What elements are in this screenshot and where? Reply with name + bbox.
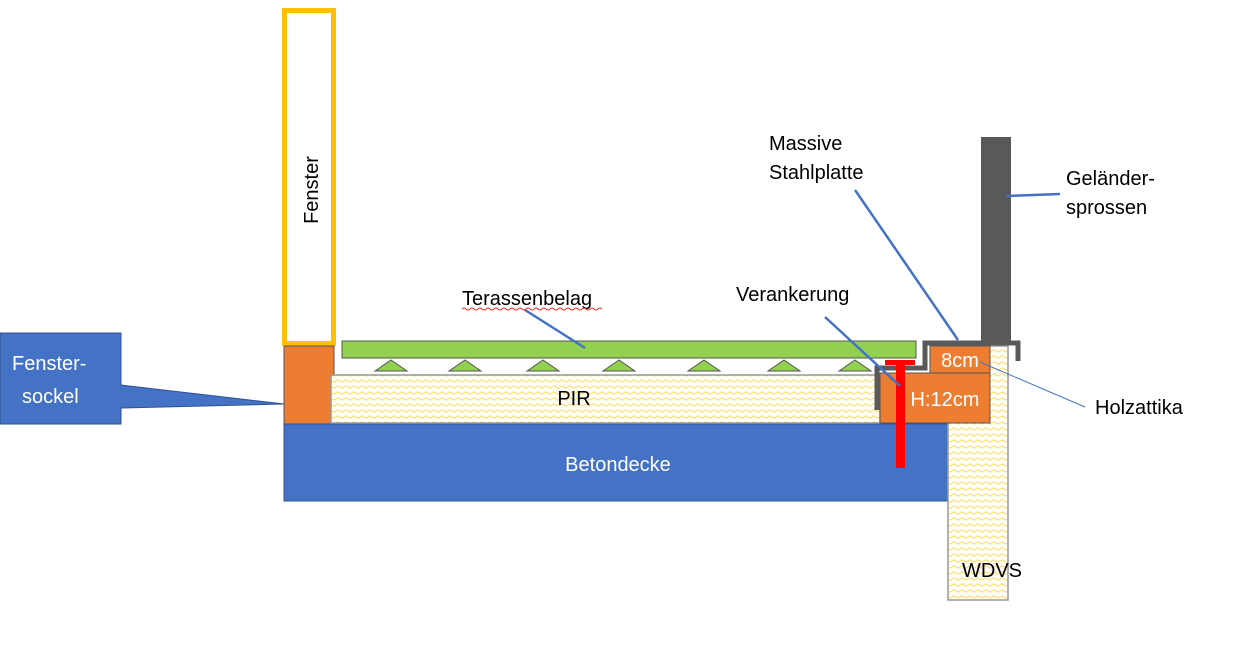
attika-upper [929,345,991,374]
fenstersockel-label-line1: Fenster- [12,353,86,375]
railing-post [981,137,1011,342]
anchor-rod [896,364,905,468]
window-frame [282,8,336,346]
terrace-decking [341,340,917,359]
pir-insulation [330,374,881,424]
steel-plate [874,340,1021,410]
leader-lines [524,189,1086,408]
support-pads [373,359,873,372]
attika-lower-label: H:12cm [911,389,980,411]
attika-upper-label: 8cm [941,350,979,372]
fenstersockel-callout [0,332,285,425]
window-sill [283,345,335,425]
gelaender-label-line2: sprossen [1066,197,1147,219]
stahlplatte-label-line2: Stahlplatte [769,162,864,184]
terassenbelag-label: Terassenbelag [462,288,592,310]
spellcheck-underline [461,307,603,311]
concrete-slab [283,423,953,502]
verankerung-label: Verankerung [736,284,849,306]
window-label: Fenster [301,156,323,224]
betondecke-label: Betondecke [565,454,671,476]
gelaender-label-line1: Geländer- [1066,168,1155,190]
pir-label: PIR [557,388,590,410]
fenstersockel-label-line2: sockel [22,386,79,408]
stahlplatte-label-line1: Massive [769,133,842,155]
anchor-head [885,360,915,365]
holzattika-label: Holzattika [1095,397,1184,419]
wdvs-label: WDVS [962,560,1022,582]
